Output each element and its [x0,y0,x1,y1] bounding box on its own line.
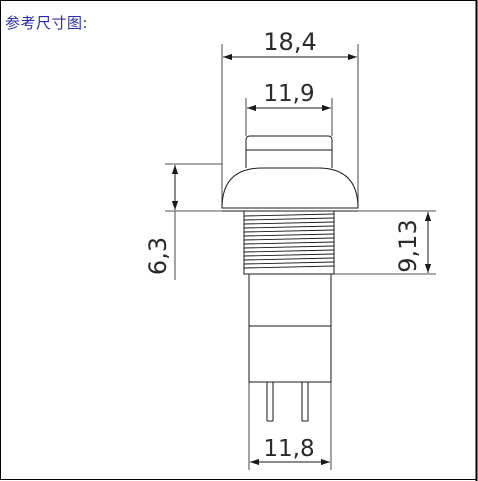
switch-body [248,273,332,383]
dim-text-body-width: 11,8 [263,436,314,462]
cap-top [245,135,333,168]
dim-text-overall-width: 18,4 [263,28,316,56]
cap-dome [221,167,359,209]
terminal-left [266,382,274,422]
thread-lines [243,213,335,269]
extension-lines [165,44,436,470]
dim-text-cap-height: 6,3 [144,237,172,275]
dim-text-bushing-height: 9,13 [394,219,422,272]
drawing-heading: 参考尺寸图: [5,14,89,32]
dim-text-cap-width: 11,9 [263,81,314,107]
terminal-right [301,382,309,422]
